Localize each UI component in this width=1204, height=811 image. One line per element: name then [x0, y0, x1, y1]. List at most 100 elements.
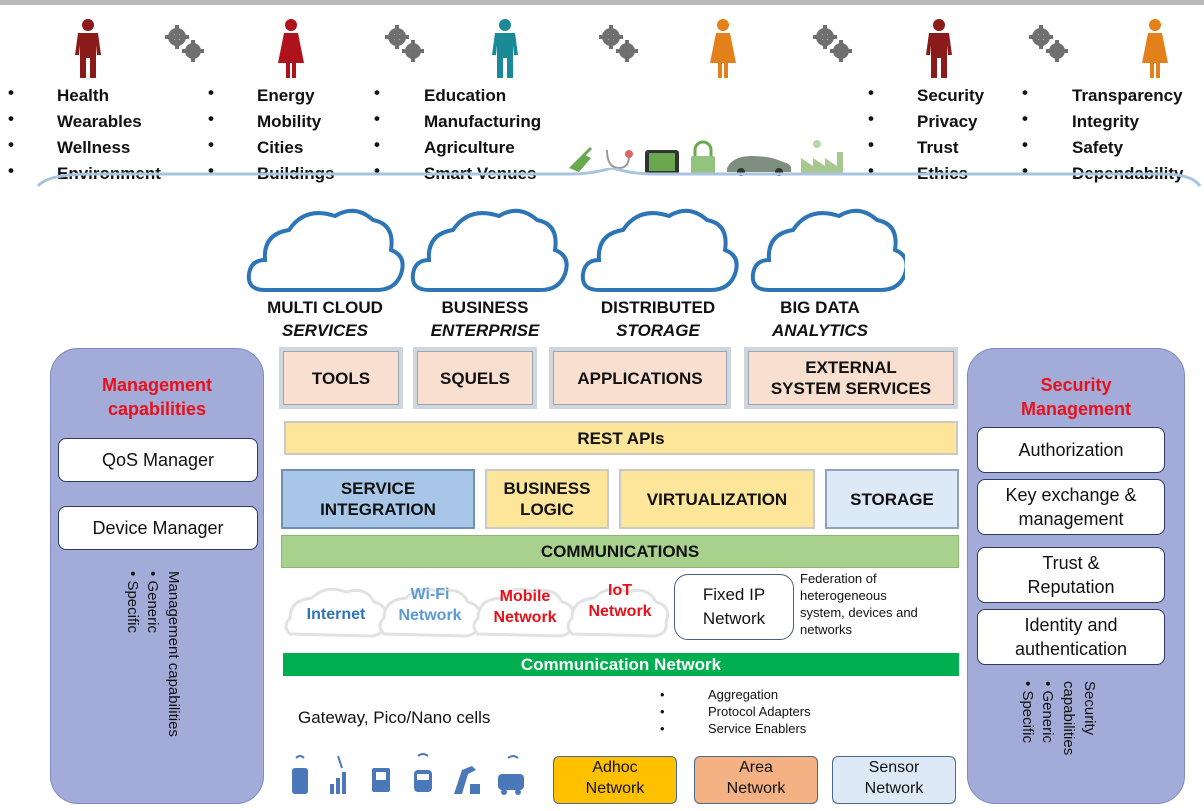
bullet: • — [8, 135, 14, 154]
cloud-icon — [566, 587, 670, 638]
list-item: Wellness — [57, 138, 131, 157]
person-icon — [492, 19, 518, 78]
list-item: Cities — [257, 138, 304, 157]
adhoc-network-box: Adhoc Network — [553, 756, 677, 804]
antenna-icon — [292, 755, 308, 794]
squels-box: SQUELS — [413, 347, 537, 409]
list-item: Trust — [917, 138, 959, 157]
list-item: Agriculture — [424, 138, 515, 157]
iot-network-label: IoT Network — [588, 582, 652, 620]
vehicle-icon — [498, 755, 524, 795]
bullet: • — [374, 83, 380, 102]
qos-manager-box: QoS Manager — [58, 438, 258, 482]
mobile-network-label: Mobile Network — [493, 588, 557, 626]
key-exchange-box: Key exchange & management — [977, 479, 1165, 535]
list-item: Transparency — [1072, 86, 1183, 105]
person-icon — [710, 19, 736, 78]
gear-icon — [385, 25, 424, 62]
federation-text: Federation of heterogeneous system, devi… — [800, 571, 918, 637]
external-system-services-box: EXTERNAL SYSTEM SERVICES — [744, 347, 958, 409]
device-manager-box: Device Manager — [58, 506, 258, 550]
list-item: Privacy — [917, 112, 978, 131]
bullet: • — [8, 83, 14, 102]
person-icon — [1142, 19, 1168, 78]
bullet: • — [208, 135, 214, 154]
concerns-list: Transparency Integrity Safety Dependabil… — [1072, 83, 1183, 187]
business-logic-box: BUSINESS LOGIC — [485, 469, 609, 529]
list-item: Health — [57, 86, 109, 105]
internet-label: Internet — [306, 606, 366, 623]
wifi-network-label: Wi-Fi Network — [398, 586, 462, 624]
cloud-label-distributed-storage: DISTRIBUTED STORAGE — [600, 298, 716, 340]
cloud-icon — [410, 208, 569, 292]
communication-network-bar: Communication Network — [283, 653, 959, 676]
factory-icon — [801, 140, 843, 174]
device-icon — [372, 768, 390, 792]
cloud-label-multi-cloud: MULTI CLOUD SERVICES — [267, 298, 383, 340]
gear-icon — [599, 25, 638, 62]
bullet: • — [868, 109, 874, 128]
bullet: • — [8, 161, 14, 180]
list-item: Aggregation — [708, 687, 779, 702]
person-icon — [926, 19, 952, 78]
gear-icon — [1029, 25, 1068, 62]
list-item: Mobility — [257, 112, 322, 131]
list-item: Energy — [257, 86, 315, 105]
list-item: Protocol Adapters — [708, 704, 811, 719]
list-item: Wearables — [57, 112, 142, 131]
bullet: • — [1022, 109, 1028, 128]
authorization-box: Authorization — [977, 427, 1165, 473]
bullet: • — [868, 135, 874, 154]
signal-bars-icon — [330, 755, 346, 794]
fixed-ip-network-box: Fixed IP Network — [674, 574, 794, 640]
security-vertical-text: Security capabilities • Generic • Specif… — [1019, 681, 1098, 756]
concerns-list: Security Privacy Trust Ethics — [917, 83, 984, 187]
gateway-bullets: • Aggregation • Protocol Adapters • Service… — [660, 686, 811, 737]
bullet: • — [8, 109, 14, 128]
security-management-panel: Security Management Authorization Key ex… — [967, 348, 1185, 804]
network-clouds — [284, 587, 670, 638]
application-domains-list: Energy Mobility Cities Buildings — [257, 83, 334, 187]
identity-authentication-box: Identity and authentication — [977, 609, 1165, 665]
device-icons-row — [292, 753, 524, 795]
list-item: Service Enablers — [708, 721, 807, 736]
application-icons-strip — [569, 140, 843, 176]
bullet: • — [1022, 83, 1028, 102]
bullet: • — [1022, 135, 1028, 154]
bullet: • — [1022, 161, 1028, 180]
train-icon — [414, 753, 432, 792]
bullet: • — [208, 161, 214, 180]
bullet: • — [374, 135, 380, 154]
sensor-network-box: Sensor Network — [832, 756, 956, 804]
tablet-icon — [645, 150, 679, 174]
cloud-label-business: BUSINESS ENTERPRISE — [430, 298, 540, 340]
panel-title: Security Management — [1020, 375, 1132, 419]
bullet: • — [208, 83, 214, 102]
list-item: Safety — [1072, 138, 1124, 157]
top-border — [0, 0, 1204, 5]
list-item: Security — [917, 86, 985, 105]
bullet: • — [660, 721, 665, 736]
cloud-label-big-data: BIG DATA ANALYTICS — [771, 298, 868, 340]
area-network-box: Area Network — [694, 756, 818, 804]
management-vertical-text: Management capabilities • Generic • Spec… — [124, 571, 182, 737]
oil-pump-icon — [454, 766, 480, 794]
bullet: • — [374, 161, 380, 180]
gear-icon — [165, 25, 204, 62]
panel-title: Management capabilities — [101, 375, 213, 419]
bullet: • — [374, 109, 380, 128]
list-item: Manufacturing — [424, 112, 542, 131]
gateway-label: Gateway, Pico/Nano cells — [298, 708, 491, 727]
trust-reputation-box: Trust & Reputation — [977, 547, 1165, 603]
cloud-icon — [580, 208, 739, 292]
management-capabilities-panel: Management capabilities QoS Manager Devi… — [50, 348, 264, 804]
cloud-icon — [750, 208, 905, 292]
list-item: Education — [424, 86, 507, 105]
bullet: • — [660, 687, 665, 702]
bullet: • — [208, 109, 214, 128]
cloud-row — [246, 208, 905, 292]
virtualization-box: VIRTUALIZATION — [619, 469, 815, 529]
bullet: • — [868, 83, 874, 102]
list-item: Integrity — [1072, 112, 1140, 131]
bullet: • — [660, 704, 665, 719]
